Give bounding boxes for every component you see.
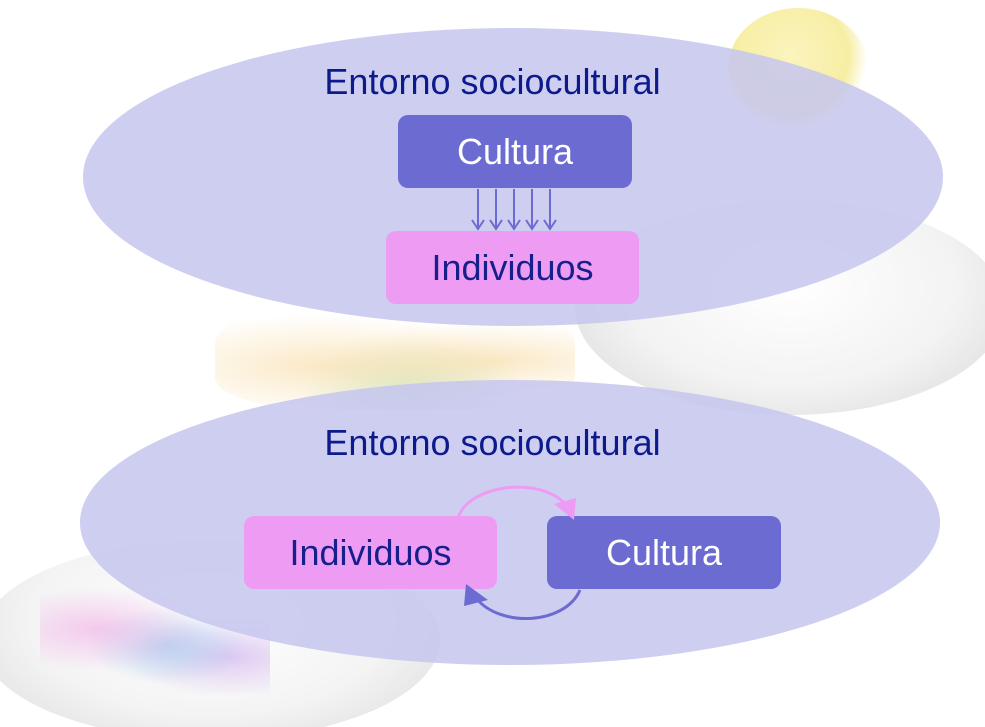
- cycle-arrow-top-icon: [456, 485, 576, 520]
- bottom-individuos-label: Individuos: [289, 531, 452, 573]
- bottom-individuos-box: Individuos: [244, 516, 497, 589]
- top-individuos-box: Individuos: [386, 231, 639, 304]
- down-arrow-head-4: [525, 219, 539, 231]
- down-arrow-head-2: [489, 219, 503, 231]
- top-cultura-label: Cultura: [456, 130, 574, 172]
- down-arrow-head-3: [507, 219, 521, 231]
- bottom-ellipse-title: Entorno sociocultural: [324, 422, 661, 463]
- top-individuos-label: Individuos: [431, 246, 594, 288]
- top-ellipse-title: Entorno sociocultural: [324, 61, 661, 102]
- cycle-arrow-bottom-icon: [464, 584, 582, 620]
- bottom-cultura-box: Cultura: [547, 516, 781, 589]
- down-arrow-head-5: [543, 219, 557, 231]
- bottom-cultura-label: Cultura: [605, 531, 723, 573]
- down-arrows-icon: [471, 189, 557, 231]
- top-cultura-box: Cultura: [398, 115, 632, 188]
- down-arrow-head-1: [471, 219, 485, 231]
